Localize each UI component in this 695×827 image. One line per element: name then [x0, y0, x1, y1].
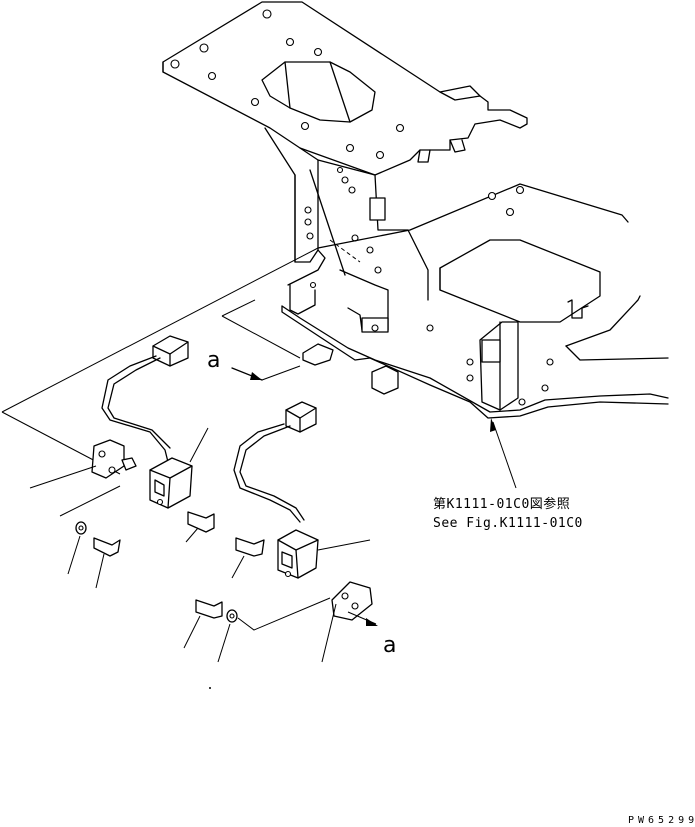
- view-arrow-a-upper: [232, 366, 300, 380]
- support-column: [265, 128, 428, 300]
- middle-bolt-left: [186, 512, 214, 542]
- left-sensor-assembly: [102, 336, 208, 508]
- reference-leader-arrow: [490, 418, 516, 488]
- right-sensor-assembly: [234, 402, 370, 578]
- reference-text-jp: 第K1111-01C0図参照: [433, 496, 570, 512]
- lower-frame-plate: [282, 184, 668, 418]
- view-arrow-a-lower: [348, 612, 378, 626]
- view-label-a-upper: a: [207, 348, 220, 373]
- right-mount-bracket: [322, 582, 372, 662]
- right-washer-bolt: [184, 598, 330, 689]
- left-washer-bolt: [68, 522, 120, 588]
- right-sensor-bolt: [232, 538, 264, 578]
- view-label-a-lower: a: [383, 633, 396, 658]
- reference-text-en: See Fig.K1111-01C0: [433, 516, 583, 531]
- left-mount-bracket: [30, 440, 136, 516]
- upper-mount-plate: [163, 2, 527, 175]
- drawing-code: PW65299: [628, 815, 695, 826]
